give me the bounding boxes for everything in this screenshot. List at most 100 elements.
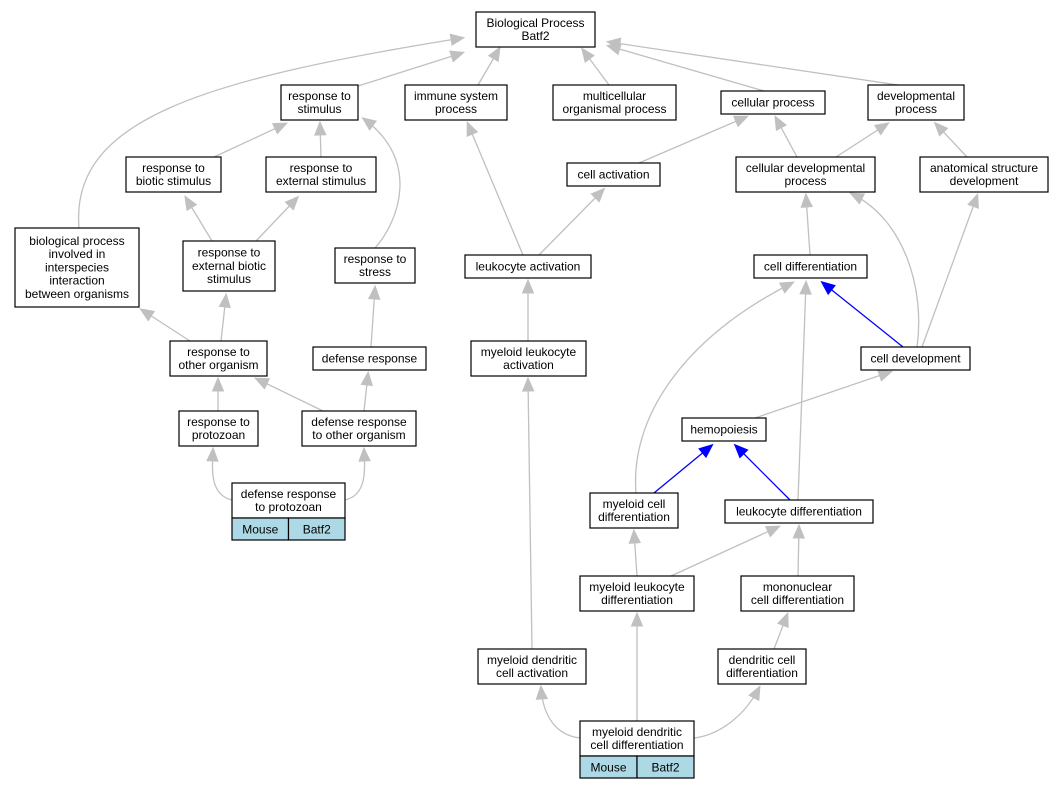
edge-line [213, 123, 286, 158]
edge-bpii-to-bp [77, 33, 466, 229]
node-label-line: response to [290, 161, 353, 175]
edge-mcd-to-hemo [653, 443, 714, 494]
node-label-line: anatomical structure [930, 161, 1038, 175]
arrowhead-icon [628, 528, 642, 544]
arrowhead-icon [521, 278, 535, 294]
node-label-line: interaction [49, 274, 104, 288]
node-box [312, 346, 427, 371]
node-ca[interactable]: cell activation [566, 162, 661, 187]
node-label-line: Biological Process [486, 16, 584, 30]
edge-line [735, 445, 791, 501]
edge-rtp-to-rtoo [211, 376, 225, 411]
node-hemo[interactable]: hemopoiesis [681, 417, 767, 442]
node-label-line: myeloid dendritic [487, 653, 577, 667]
arrowhead-icon [449, 50, 466, 63]
node-box [724, 499, 874, 524]
species-cell [287, 517, 346, 541]
arrowhead-icon [778, 281, 795, 294]
edge-la-to-isp [466, 120, 524, 256]
arrowhead-icon [820, 280, 836, 296]
node-la[interactable]: leukocyte activation [464, 254, 592, 279]
node-box [301, 410, 417, 447]
node-label-line: cellular process [731, 95, 814, 109]
edge-line [608, 41, 899, 86]
arrowhead-icon [590, 187, 606, 203]
arrowhead-icon [271, 122, 288, 135]
node-box [566, 162, 661, 187]
edge-line [357, 52, 463, 87]
edge-line [653, 445, 712, 494]
edge-rtebs-to-rtes [255, 195, 300, 242]
node-ld[interactable]: leukocyte differentiation [724, 499, 874, 524]
species-label: Mouse [242, 523, 278, 537]
edge-line [77, 37, 463, 229]
arrowhead-icon [933, 121, 949, 137]
node-label-line: stimulus [207, 272, 251, 286]
node-label-line: response to [142, 161, 205, 175]
arrowhead-icon [206, 446, 219, 462]
node-cdev[interactable]: cell development [860, 346, 971, 371]
node-box [717, 648, 807, 685]
arrowhead-icon [254, 377, 271, 390]
node-box [182, 240, 276, 292]
arrowhead-icon [849, 192, 866, 205]
edge-la-to-ca [538, 187, 606, 256]
node-label-line: cell differentiation [751, 593, 844, 607]
arrowhead-icon [764, 525, 781, 538]
node-label-line: defense response [322, 351, 418, 365]
node-label-line: cell differentiation [590, 738, 683, 752]
node-label-line: differentiation [601, 593, 673, 607]
node-label-line: differentiation [726, 666, 798, 680]
node-cp[interactable]: cellular process [720, 90, 826, 115]
node-box [280, 84, 359, 121]
arrowhead-icon [630, 611, 644, 627]
arrowhead-icon [367, 284, 381, 300]
edge-mla-to-la [521, 278, 535, 341]
node-label-line: myeloid cell [603, 497, 666, 511]
edge-ld-to-hemo [733, 443, 791, 501]
edge-ld-to-cdiff [797, 279, 812, 501]
node-box [589, 492, 679, 529]
edge-mop-to-bp [581, 47, 610, 86]
node-label-line: response to [288, 89, 351, 103]
node-box [231, 482, 346, 519]
node-label-line: protozoan [192, 428, 245, 442]
edges-layer [77, 33, 979, 739]
node-label-line: myeloid leukocyte [589, 580, 685, 594]
edge-cp-to-bp [605, 43, 765, 92]
edge-rtoo-to-rtebs [218, 292, 231, 342]
node-box [125, 156, 222, 193]
node-label-line: biological process [29, 234, 124, 248]
node-dr[interactable]: defense response [312, 346, 427, 371]
edge-line [608, 45, 765, 92]
edge-drtp-to-rtp [206, 446, 233, 501]
edge-cdp-to-dp [835, 122, 890, 158]
node-label-line: organismal process [562, 102, 666, 116]
edge-isp-to-bp [477, 46, 501, 86]
node-cdiff[interactable]: cell differentiation [753, 254, 868, 279]
